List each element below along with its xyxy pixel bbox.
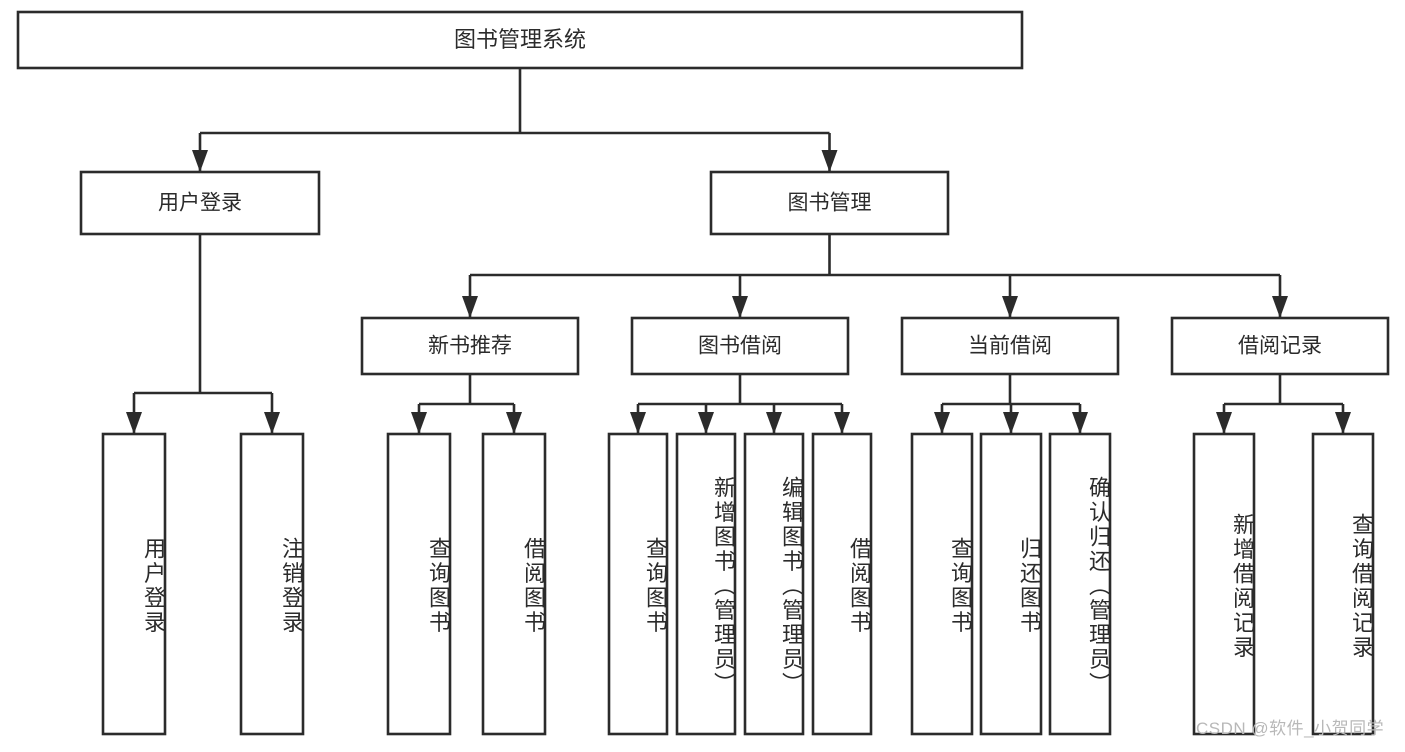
arrow-head — [1272, 296, 1288, 318]
node-box[interactable] — [607, 432, 669, 736]
node-current-borrow[interactable]: 当前借阅 — [900, 316, 1120, 376]
node-leaf-query-record[interactable] — [1311, 432, 1375, 736]
arrow-head — [630, 412, 646, 434]
node-label: 图书管理 — [788, 192, 872, 215]
node-box[interactable] — [1311, 432, 1375, 736]
node-new-book-rec[interactable]: 新书推荐 — [360, 316, 580, 376]
node-box[interactable] — [360, 316, 580, 376]
arrow-head — [1072, 412, 1088, 434]
arrow-head — [506, 412, 522, 434]
arrow-head — [126, 412, 142, 434]
arrow-head — [821, 150, 838, 172]
arrow-head — [1003, 412, 1019, 434]
node-box[interactable] — [900, 316, 1120, 376]
node-box[interactable] — [1170, 316, 1390, 376]
connector-lines — [126, 68, 1351, 434]
node-leaf-borrow-book-2[interactable] — [811, 432, 873, 736]
node-book-borrow[interactable]: 图书借阅 — [630, 316, 850, 376]
arrow-head — [1335, 412, 1351, 434]
arrow-head — [1002, 296, 1018, 318]
node-box[interactable] — [239, 432, 305, 736]
node-box[interactable] — [675, 432, 737, 736]
node-leaf-edit-book[interactable] — [743, 432, 805, 736]
arrow-head — [934, 412, 950, 434]
node-box[interactable] — [1048, 432, 1112, 736]
node-borrow-record[interactable]: 借阅记录 — [1170, 316, 1390, 376]
node-leaf-add-book[interactable] — [675, 432, 737, 736]
node-box[interactable] — [386, 432, 452, 736]
node-label: 借阅记录 — [1238, 335, 1322, 358]
node-box[interactable] — [79, 170, 321, 236]
node-label: 图书管理系统 — [454, 27, 586, 52]
node-leaf-query-book-2[interactable] — [607, 432, 669, 736]
node-box[interactable] — [1192, 432, 1256, 736]
arrow-head — [411, 412, 427, 434]
node-leaf-query-book-3[interactable] — [910, 432, 974, 736]
node-leaf-confirm-return[interactable] — [1048, 432, 1112, 736]
node-leaf-query-book-1[interactable] — [386, 432, 452, 736]
arrow-head — [264, 412, 280, 434]
node-box[interactable] — [101, 432, 167, 736]
node-box[interactable] — [811, 432, 873, 736]
node-leaf-return-book[interactable] — [979, 432, 1043, 736]
node-box[interactable] — [16, 10, 1024, 70]
node-box[interactable] — [709, 170, 950, 236]
node-label: 图书借阅 — [698, 335, 782, 358]
node-leaf-user-login[interactable] — [101, 432, 167, 736]
node-box[interactable] — [743, 432, 805, 736]
arrow-head — [1216, 412, 1232, 434]
node-box[interactable] — [910, 432, 974, 736]
arrow-head — [732, 296, 748, 318]
node-book-manage[interactable]: 图书管理 — [709, 170, 950, 236]
node-leaf-logout[interactable] — [239, 432, 305, 736]
arrow-head — [834, 412, 850, 434]
node-user-login[interactable]: 用户登录 — [79, 170, 321, 236]
arrow-head — [766, 412, 782, 434]
node-box[interactable] — [630, 316, 850, 376]
arrow-head — [698, 412, 714, 434]
node-leaf-borrow-book-1[interactable] — [481, 432, 547, 736]
arrow-head — [462, 296, 478, 318]
node-root[interactable]: 图书管理系统 — [16, 10, 1024, 70]
node-box[interactable] — [481, 432, 547, 736]
node-label: 用户登录 — [158, 192, 242, 215]
csdn-watermark: CSDN @软件_小贺同学 — [1196, 719, 1385, 738]
node-label: 当前借阅 — [968, 335, 1052, 358]
node-label: 新书推荐 — [428, 335, 512, 358]
node-leaf-add-record[interactable] — [1192, 432, 1256, 736]
node-box[interactable] — [979, 432, 1043, 736]
arrow-head — [192, 150, 208, 172]
